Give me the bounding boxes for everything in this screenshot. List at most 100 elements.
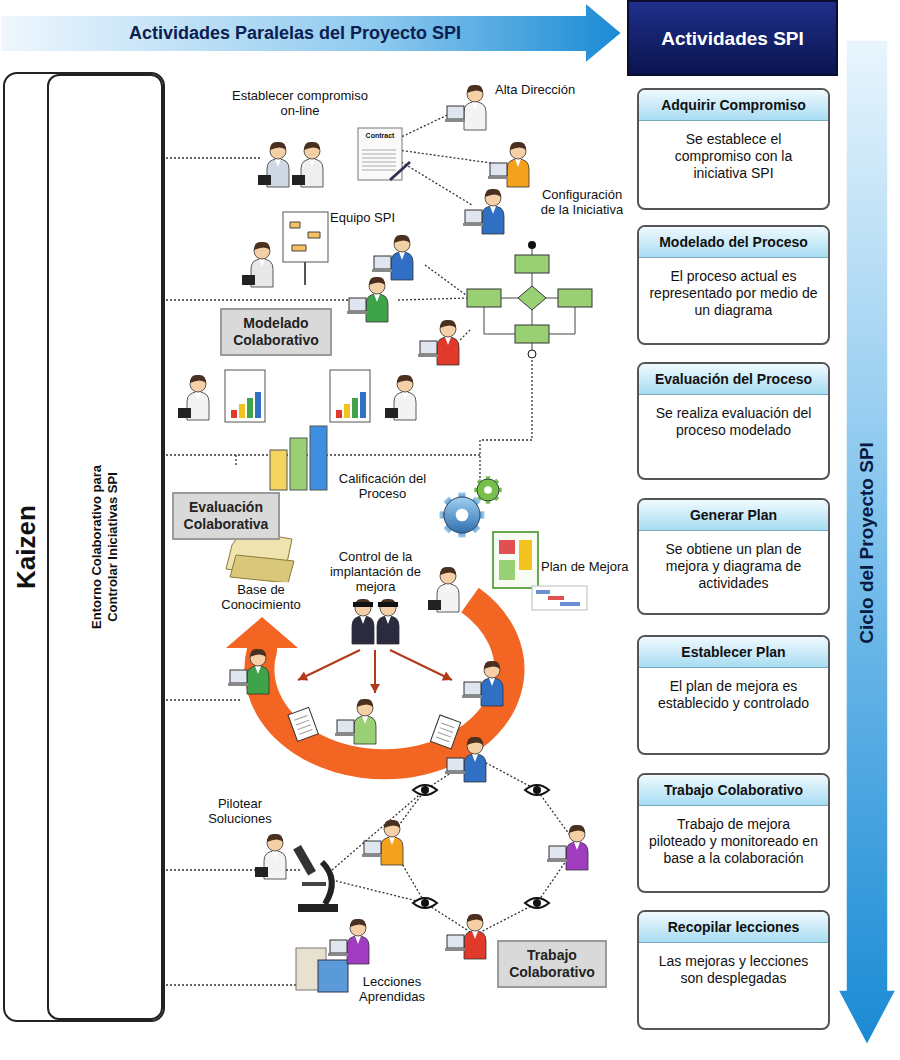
person-figure (488, 142, 529, 187)
person-figure (463, 189, 504, 234)
caption-label: Control de la implantación de mejora (318, 549, 433, 594)
laptop-screen (337, 720, 354, 733)
laptop-base (445, 948, 465, 951)
node-label: Kaizen (11, 447, 42, 647)
paper-line (362, 154, 396, 155)
flow-start (528, 241, 536, 249)
gantt-bar (560, 602, 580, 606)
paper-line (362, 170, 396, 171)
control-arrow (298, 650, 360, 680)
person-hair (569, 825, 585, 833)
laptop-base (335, 733, 355, 736)
laptop-base (463, 223, 483, 226)
activity-box: Evaluación del ProcesoSe realiza evaluac… (637, 362, 830, 480)
person-figure (418, 320, 459, 365)
gear-hole (456, 509, 469, 522)
flow-box (515, 325, 549, 343)
gear-icon (440, 493, 485, 538)
person-collar (472, 754, 478, 762)
paper-line (362, 150, 396, 151)
eye-pupil (533, 899, 541, 907)
briefcase (428, 600, 441, 610)
police-caps (353, 602, 398, 607)
person-hair (394, 235, 410, 243)
person-body (437, 337, 459, 365)
person-collar (490, 206, 496, 214)
person-body (366, 294, 388, 322)
collab-label-box: Modelado Colaborativo (220, 308, 332, 356)
person-figure (328, 919, 369, 964)
person-hair (304, 142, 320, 150)
person-body (464, 931, 486, 959)
laptop-screen (465, 210, 482, 223)
cycle-band-arrow: Ciclo del Proyecto SPI (838, 40, 896, 1045)
role-label: Alta Dirección (495, 82, 595, 97)
eye-icon (525, 898, 549, 908)
title-text: Actividades Paralelas del Proyecto SPI (0, 15, 590, 52)
plan-document (493, 532, 538, 588)
person-figure (462, 661, 503, 706)
whiteboard (283, 212, 328, 285)
person-collar (489, 678, 495, 686)
bar-chart-bar (310, 426, 327, 490)
board-chart (290, 222, 320, 251)
caption-label: Plan de Mejora (541, 559, 635, 574)
eye-pupil (421, 786, 429, 794)
person-body (354, 716, 376, 744)
node-label: Modelado Colaborativo (228, 315, 324, 349)
dotted-leader (480, 360, 532, 495)
archive-icon (296, 948, 348, 992)
person-hair (510, 142, 526, 150)
report-sheet (225, 370, 265, 422)
person-collar (445, 337, 451, 345)
caption-label: Establecer compromiso on-line (225, 88, 375, 118)
node-label: Entorno Colaborativo para Controlar Inic… (89, 462, 121, 632)
person-body (247, 666, 269, 694)
eye-icon (525, 785, 549, 795)
person-figure (385, 375, 416, 420)
kaizen-panel: Entorno Colaborativo para Controlar Inic… (3, 72, 165, 1022)
person-collar (275, 159, 281, 167)
band-arrow (838, 40, 896, 1045)
briefcase (255, 867, 268, 877)
person-collar (360, 616, 366, 624)
dotted-leader (398, 160, 472, 205)
plan-block (499, 560, 515, 580)
plan-block (499, 540, 515, 554)
person-figure (445, 914, 486, 959)
paper-sheet (288, 707, 318, 741)
dotted-leader (460, 330, 470, 340)
gear-wheel (444, 497, 480, 533)
flow-diagram (467, 241, 592, 358)
sheet-line (438, 732, 451, 737)
laptop-screen (549, 846, 566, 859)
collab-label-box: Trabajo Colaborativo (497, 940, 607, 988)
sheet (288, 707, 318, 741)
person-figure (335, 699, 376, 744)
caption-label: Lecciones Aprendidas (348, 974, 436, 1004)
microscope-icon (293, 845, 338, 912)
person-collar (399, 252, 405, 260)
activity-description: El plan de mejora es establecido y contr… (639, 668, 828, 720)
person-collar (355, 936, 361, 944)
activity-title: Adquirir Compromiso (639, 90, 828, 121)
person-collar (472, 931, 478, 939)
person-figure (292, 142, 323, 187)
person-body (381, 837, 403, 865)
person-collar (385, 616, 391, 624)
control-arrowhead (370, 684, 380, 693)
gantt-bar (536, 590, 550, 594)
dotted-leader (332, 880, 425, 903)
eye-outline (525, 785, 549, 795)
activity-title: Generar Plan (639, 500, 828, 531)
dotted-leader (235, 455, 236, 465)
sheet-line (294, 715, 307, 720)
sheet-bar (352, 398, 358, 418)
activity-title: Evaluación del Proceso (639, 364, 828, 395)
person-hair (440, 567, 456, 575)
bar-chart-bar (290, 438, 307, 490)
person-collar (515, 159, 521, 167)
person-collar (574, 842, 580, 850)
person-collar (362, 716, 368, 724)
